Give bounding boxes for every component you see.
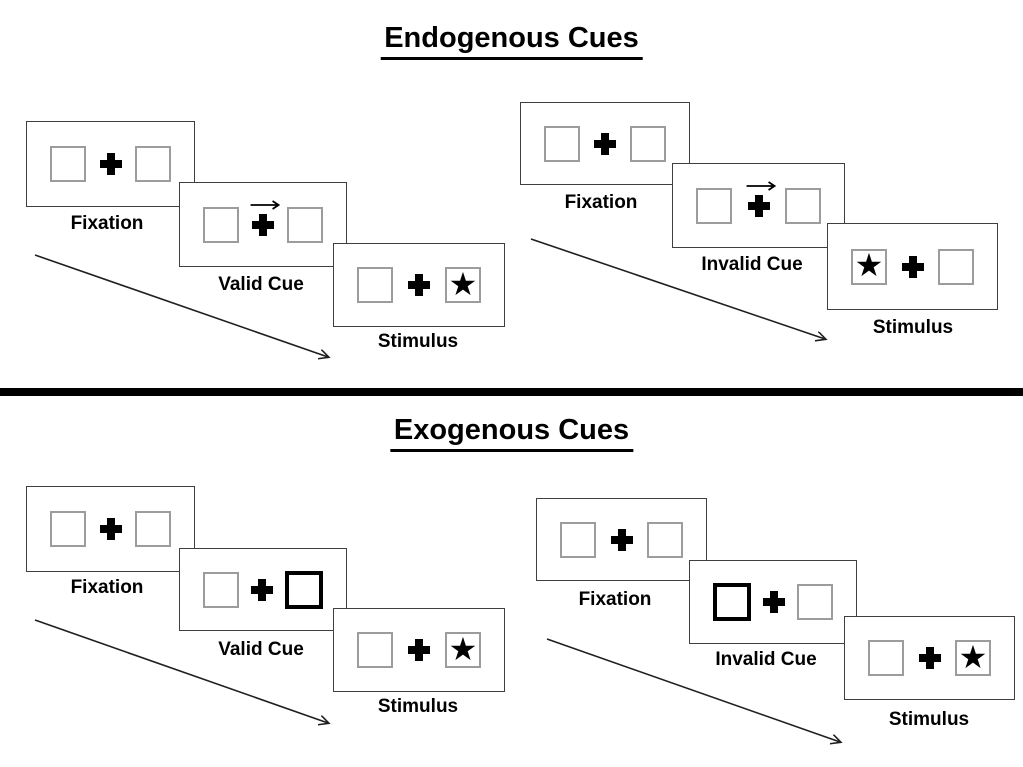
stimulus-label: Stimulus [377,696,459,717]
fixation-label: Fixation [564,192,638,213]
left-box [868,640,904,676]
left-box [357,267,393,303]
endogenous-section-title: Endogenous Cues [380,22,643,60]
fixation-label: Fixation [70,213,144,234]
star-icon: ★ [958,638,988,675]
fixation-cross-icon [99,153,122,175]
left-box-highlighted [713,583,751,621]
fixation-cross-icon [99,518,122,540]
fixation-cross-icon [252,213,274,236]
stimulus-panel: ★ [844,616,1015,700]
star-icon: ★ [448,630,478,667]
fixation-cross-icon [610,528,633,551]
left-box [203,206,239,243]
section-divider [0,388,1023,396]
stimulus-panel: ★ [827,223,998,310]
cue-label: Invalid Cue [701,254,803,275]
left-box [696,187,732,224]
cue-panel [689,560,857,644]
central-cue [746,180,776,217]
exogenous-section-title: Exogenous Cues [389,414,634,452]
right-box: ★ [445,267,481,303]
timeline-arrow [546,638,852,750]
right-box [938,248,974,285]
cue-panel [672,163,845,248]
right-box [287,206,323,243]
cue-label: Invalid Cue [715,649,817,670]
timeline-arrow [34,254,340,366]
right-box [647,521,683,558]
stimulus-panel: ★ [333,243,505,327]
right-box [785,187,821,224]
cue-label: Valid Cue [218,639,304,660]
right-box [135,146,171,182]
left-box [560,521,596,558]
fixation-cross-icon [763,591,785,613]
right-box: ★ [445,632,481,668]
timeline-arrow [530,238,836,347]
left-box [203,571,239,608]
fixation-cross-icon [918,647,941,669]
cue-panel [179,548,347,631]
right-arrow-icon [250,199,281,210]
fixation-cross-icon [594,132,616,155]
stimulus-label: Stimulus [872,317,954,338]
star-icon: ★ [854,247,884,283]
fixation-cross-icon [901,255,924,278]
stimulus-label: Stimulus [888,709,970,730]
left-box: ★ [851,247,887,285]
fixation-label: Fixation [70,577,144,598]
right-arrow-icon [746,180,776,191]
right-box: ★ [955,640,991,676]
stimulus-label: Stimulus [377,331,459,352]
left-box [357,632,393,668]
cue-panel [179,182,347,267]
stimulus-panel: ★ [333,608,505,692]
fixation-label: Fixation [578,589,652,610]
central-cue [250,199,281,236]
fixation-panel [26,486,195,572]
fixation-panel [26,121,195,207]
right-box [797,584,833,620]
fixation-panel [520,102,690,185]
right-box [135,511,171,547]
right-box [630,125,666,162]
fixation-cross-icon [408,274,430,296]
left-box [50,511,86,547]
right-box-highlighted [285,570,323,609]
left-box [544,125,580,162]
timeline-arrow [34,619,340,731]
cue-label: Valid Cue [218,274,304,295]
star-icon: ★ [448,265,478,302]
fixation-cross-icon [251,578,273,601]
left-box [50,146,86,182]
fixation-cross-icon [408,639,430,661]
fixation-cross-icon [747,194,770,217]
fixation-panel [536,498,707,581]
